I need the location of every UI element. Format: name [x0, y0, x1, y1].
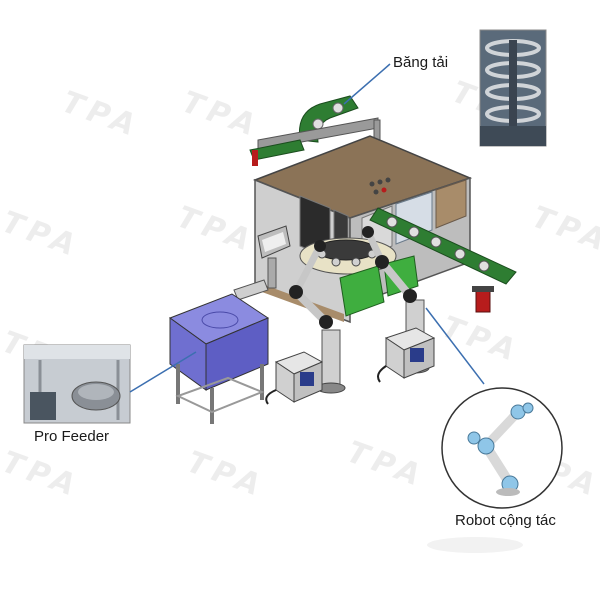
right-conveyor	[369, 207, 517, 313]
robot-controller-right	[377, 327, 436, 383]
left-conveyor	[249, 139, 305, 166]
robot-leader-line	[425, 307, 485, 385]
pro-feeder-unit	[168, 293, 270, 424]
pro-feeder-label: Pro Feeder	[34, 428, 110, 445]
watermark: TPA	[57, 85, 145, 146]
watermark: TPA	[177, 85, 265, 146]
cobot-inset	[441, 387, 563, 509]
leader-lines	[129, 63, 485, 393]
watermark: TPA	[0, 205, 85, 266]
green-bins	[339, 255, 419, 317]
robot-controller-left	[265, 351, 324, 405]
monitor	[257, 225, 291, 289]
feeder-photo	[23, 344, 131, 424]
watermark: TPA	[172, 200, 260, 261]
watermark: TPA	[527, 200, 600, 261]
watermark: TPA	[342, 435, 430, 496]
conveyor-leader-line	[343, 63, 391, 105]
spiral-conveyor-photo	[479, 29, 547, 147]
shadow	[427, 537, 523, 553]
watermark: TPA	[182, 445, 270, 506]
conveyor-label: Băng tải	[393, 54, 449, 71]
feeder-bridge	[233, 279, 269, 301]
left-robot-arm	[289, 240, 346, 394]
cobot-label: Robot cộng tác	[455, 512, 556, 529]
watermark: TPA	[0, 445, 85, 506]
feeder-leader-line	[129, 351, 197, 393]
